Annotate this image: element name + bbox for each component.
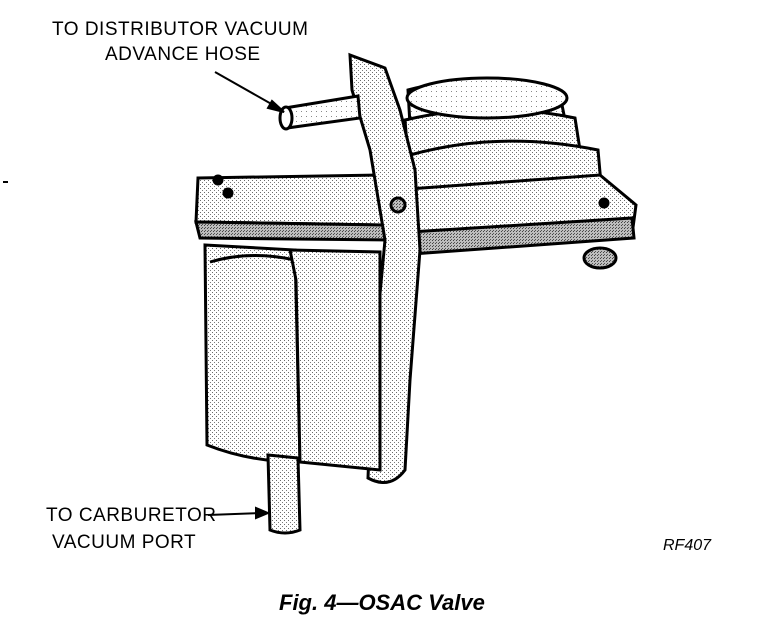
carburetor-label-line1: TO CARBURETOR <box>46 505 217 526</box>
reference-code: RF407 <box>663 537 712 554</box>
carburetor-label-line2: VACUUM PORT <box>52 532 197 553</box>
base-plate-front <box>194 173 390 242</box>
distributor-arrowhead <box>266 99 285 113</box>
carburetor-arrowhead <box>255 506 271 520</box>
leader-lines <box>207 71 285 520</box>
carburetor-nipple <box>266 453 302 535</box>
mounting-bracket <box>288 52 422 484</box>
stray-mark <box>3 181 8 183</box>
distributor-label-line2: ADVANCE HOSE <box>105 44 261 65</box>
valve-cylinder <box>203 243 302 464</box>
base-plate-rear <box>393 173 638 270</box>
figure-caption: Fig. 4—OSAC Valve <box>279 590 485 615</box>
distributor-label-line1: TO DISTRIBUTOR VACUUM <box>52 19 309 40</box>
carburetor-leader-line <box>207 512 263 516</box>
distributor-nipple <box>278 94 362 131</box>
